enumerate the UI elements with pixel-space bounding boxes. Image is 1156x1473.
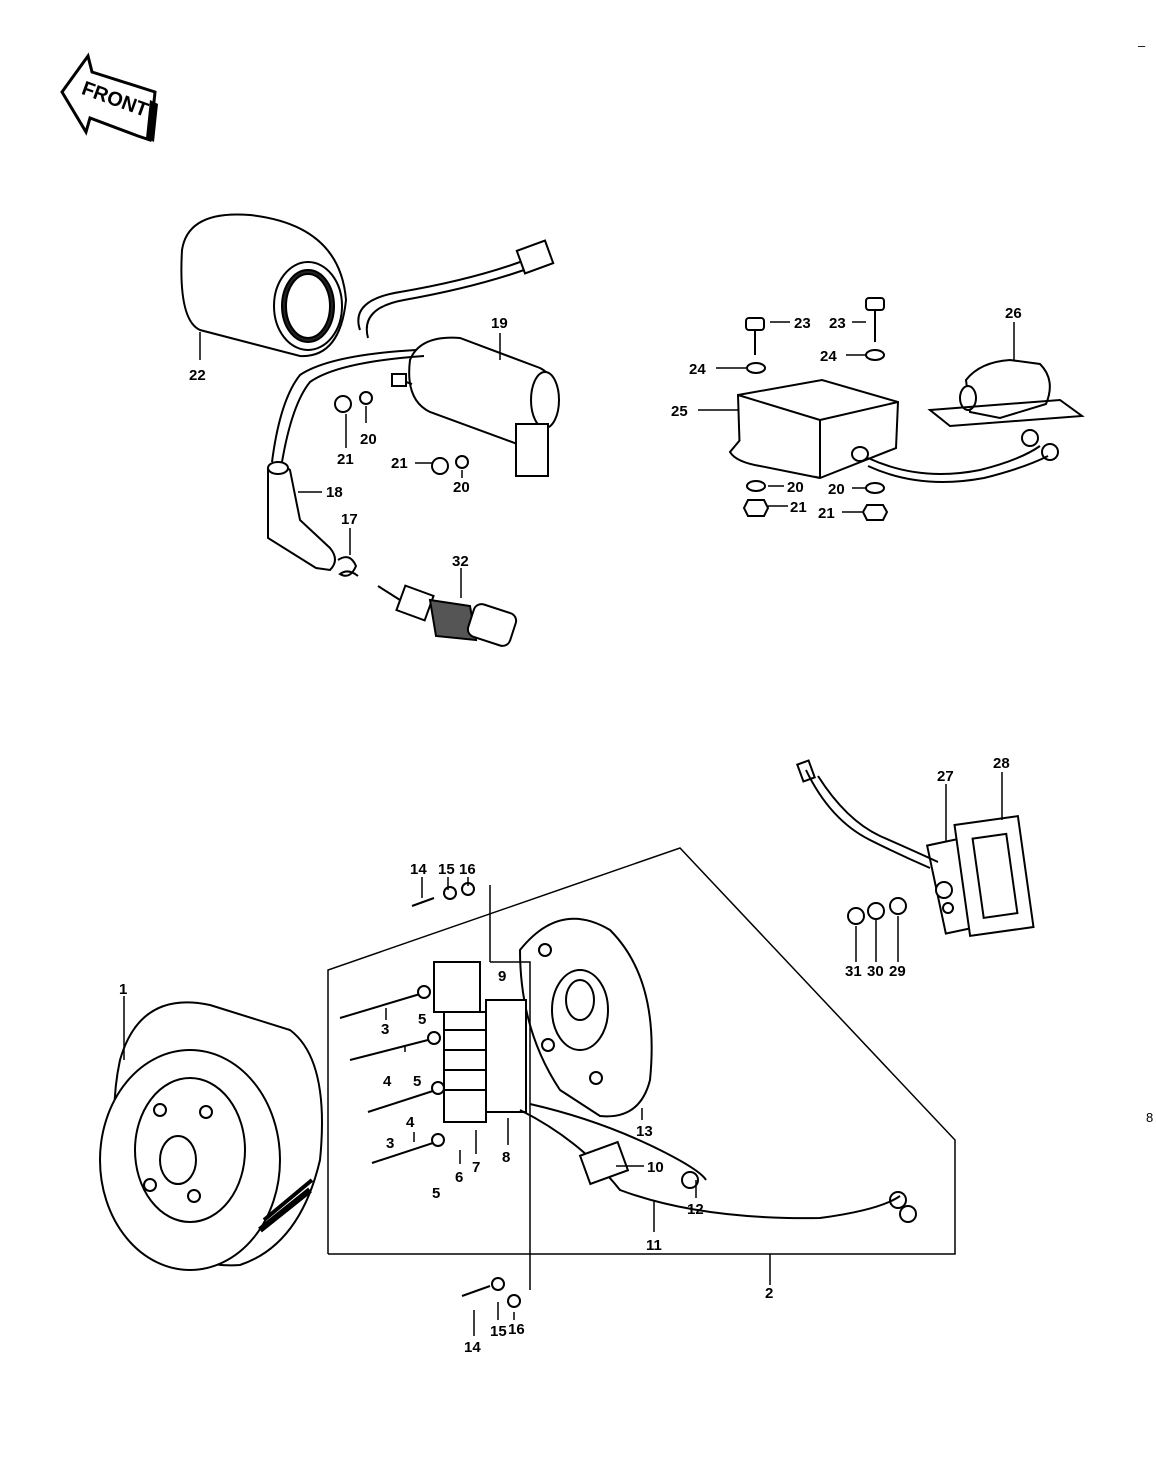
part-label-24: 24 [689, 361, 706, 378]
part-label-16: 16 [508, 1321, 525, 1338]
part-label-21: 21 [818, 505, 835, 522]
part-label-26: 26 [1005, 305, 1022, 322]
flywheel [99, 1001, 323, 1271]
part-label-25: 25 [671, 403, 688, 420]
stator-small-hardware [411, 882, 521, 1308]
part-label-9: 9 [498, 968, 506, 985]
corner-mark-bottom: 8 [1146, 1110, 1153, 1125]
part-label-18: 18 [326, 484, 343, 501]
corner-mark-top: – [1138, 38, 1146, 53]
regulator-leads [796, 759, 939, 869]
part-label-21: 21 [790, 499, 807, 516]
part-label-20: 20 [787, 479, 804, 496]
part-label-14: 14 [464, 1339, 481, 1356]
stator-plate [518, 917, 653, 1118]
front-arrow: FRONT [60, 52, 158, 143]
part-labels: 22 19 21 20 21 20 18 17 32 23 23 26 24 2… [119, 305, 1022, 1356]
part-label-11: 11 [646, 1237, 662, 1254]
pickup-leads [519, 1103, 917, 1223]
part-label-22: 22 [189, 367, 206, 384]
wiring-harness [357, 239, 555, 339]
part-label-15: 15 [490, 1323, 507, 1340]
part-label-3: 3 [381, 1021, 389, 1038]
part-label-7: 7 [472, 1159, 480, 1176]
part-label-23: 23 [829, 315, 846, 332]
spring-clip [337, 556, 359, 577]
part-label-20: 20 [453, 479, 470, 496]
part-label-27: 27 [937, 768, 954, 785]
part-label-2: 2 [765, 1285, 773, 1302]
high-tension-lead [271, 349, 425, 463]
coil-nut-washer [334, 391, 469, 475]
part-label-30: 30 [867, 963, 884, 980]
stator-assembly-outline [327, 847, 956, 1255]
leader-lines [123, 321, 1015, 1336]
part-label-13: 13 [636, 1123, 653, 1140]
part-label-21: 21 [337, 451, 354, 468]
part-label-8: 8 [502, 1149, 510, 1166]
part-label-16: 16 [459, 861, 476, 878]
capacitor-unit [728, 378, 900, 480]
part-label-12: 12 [687, 1201, 704, 1218]
part-label-14: 14 [410, 861, 427, 878]
part-label-24: 24 [820, 348, 837, 365]
part-label-28: 28 [993, 755, 1010, 772]
part-label-4: 4 [406, 1114, 415, 1131]
part-label-23: 23 [794, 315, 811, 332]
part-label-20: 20 [360, 431, 377, 448]
capacitor-leads [867, 429, 1059, 483]
part-label-3: 3 [386, 1135, 394, 1152]
part-label-15: 15 [438, 861, 455, 878]
spark-plug [377, 584, 518, 647]
part-label-19: 19 [491, 315, 508, 332]
part-label-21: 21 [391, 455, 408, 472]
part-label-10: 10 [647, 1159, 664, 1176]
regulator-nuts [847, 897, 907, 925]
part-label-5: 5 [413, 1073, 421, 1090]
part-label-1: 1 [119, 981, 127, 998]
part-label-4: 4 [383, 1073, 392, 1090]
plug-cap [267, 461, 336, 572]
stator-coils [433, 961, 527, 1123]
part-label-17: 17 [341, 511, 358, 528]
ignition-coil [391, 336, 560, 477]
condenser [927, 358, 1085, 428]
regulator [925, 814, 1035, 938]
part-label-20: 20 [828, 481, 845, 498]
part-label-5: 5 [418, 1011, 426, 1028]
part-label-5: 5 [432, 1185, 440, 1202]
part-label-6: 6 [455, 1169, 463, 1186]
part-label-29: 29 [889, 963, 906, 980]
coil-cover [180, 213, 348, 358]
part-label-31: 31 [845, 963, 862, 980]
stator-screws [339, 985, 445, 1164]
part-label-32: 32 [452, 553, 469, 570]
capacitor-bolts [742, 297, 889, 521]
